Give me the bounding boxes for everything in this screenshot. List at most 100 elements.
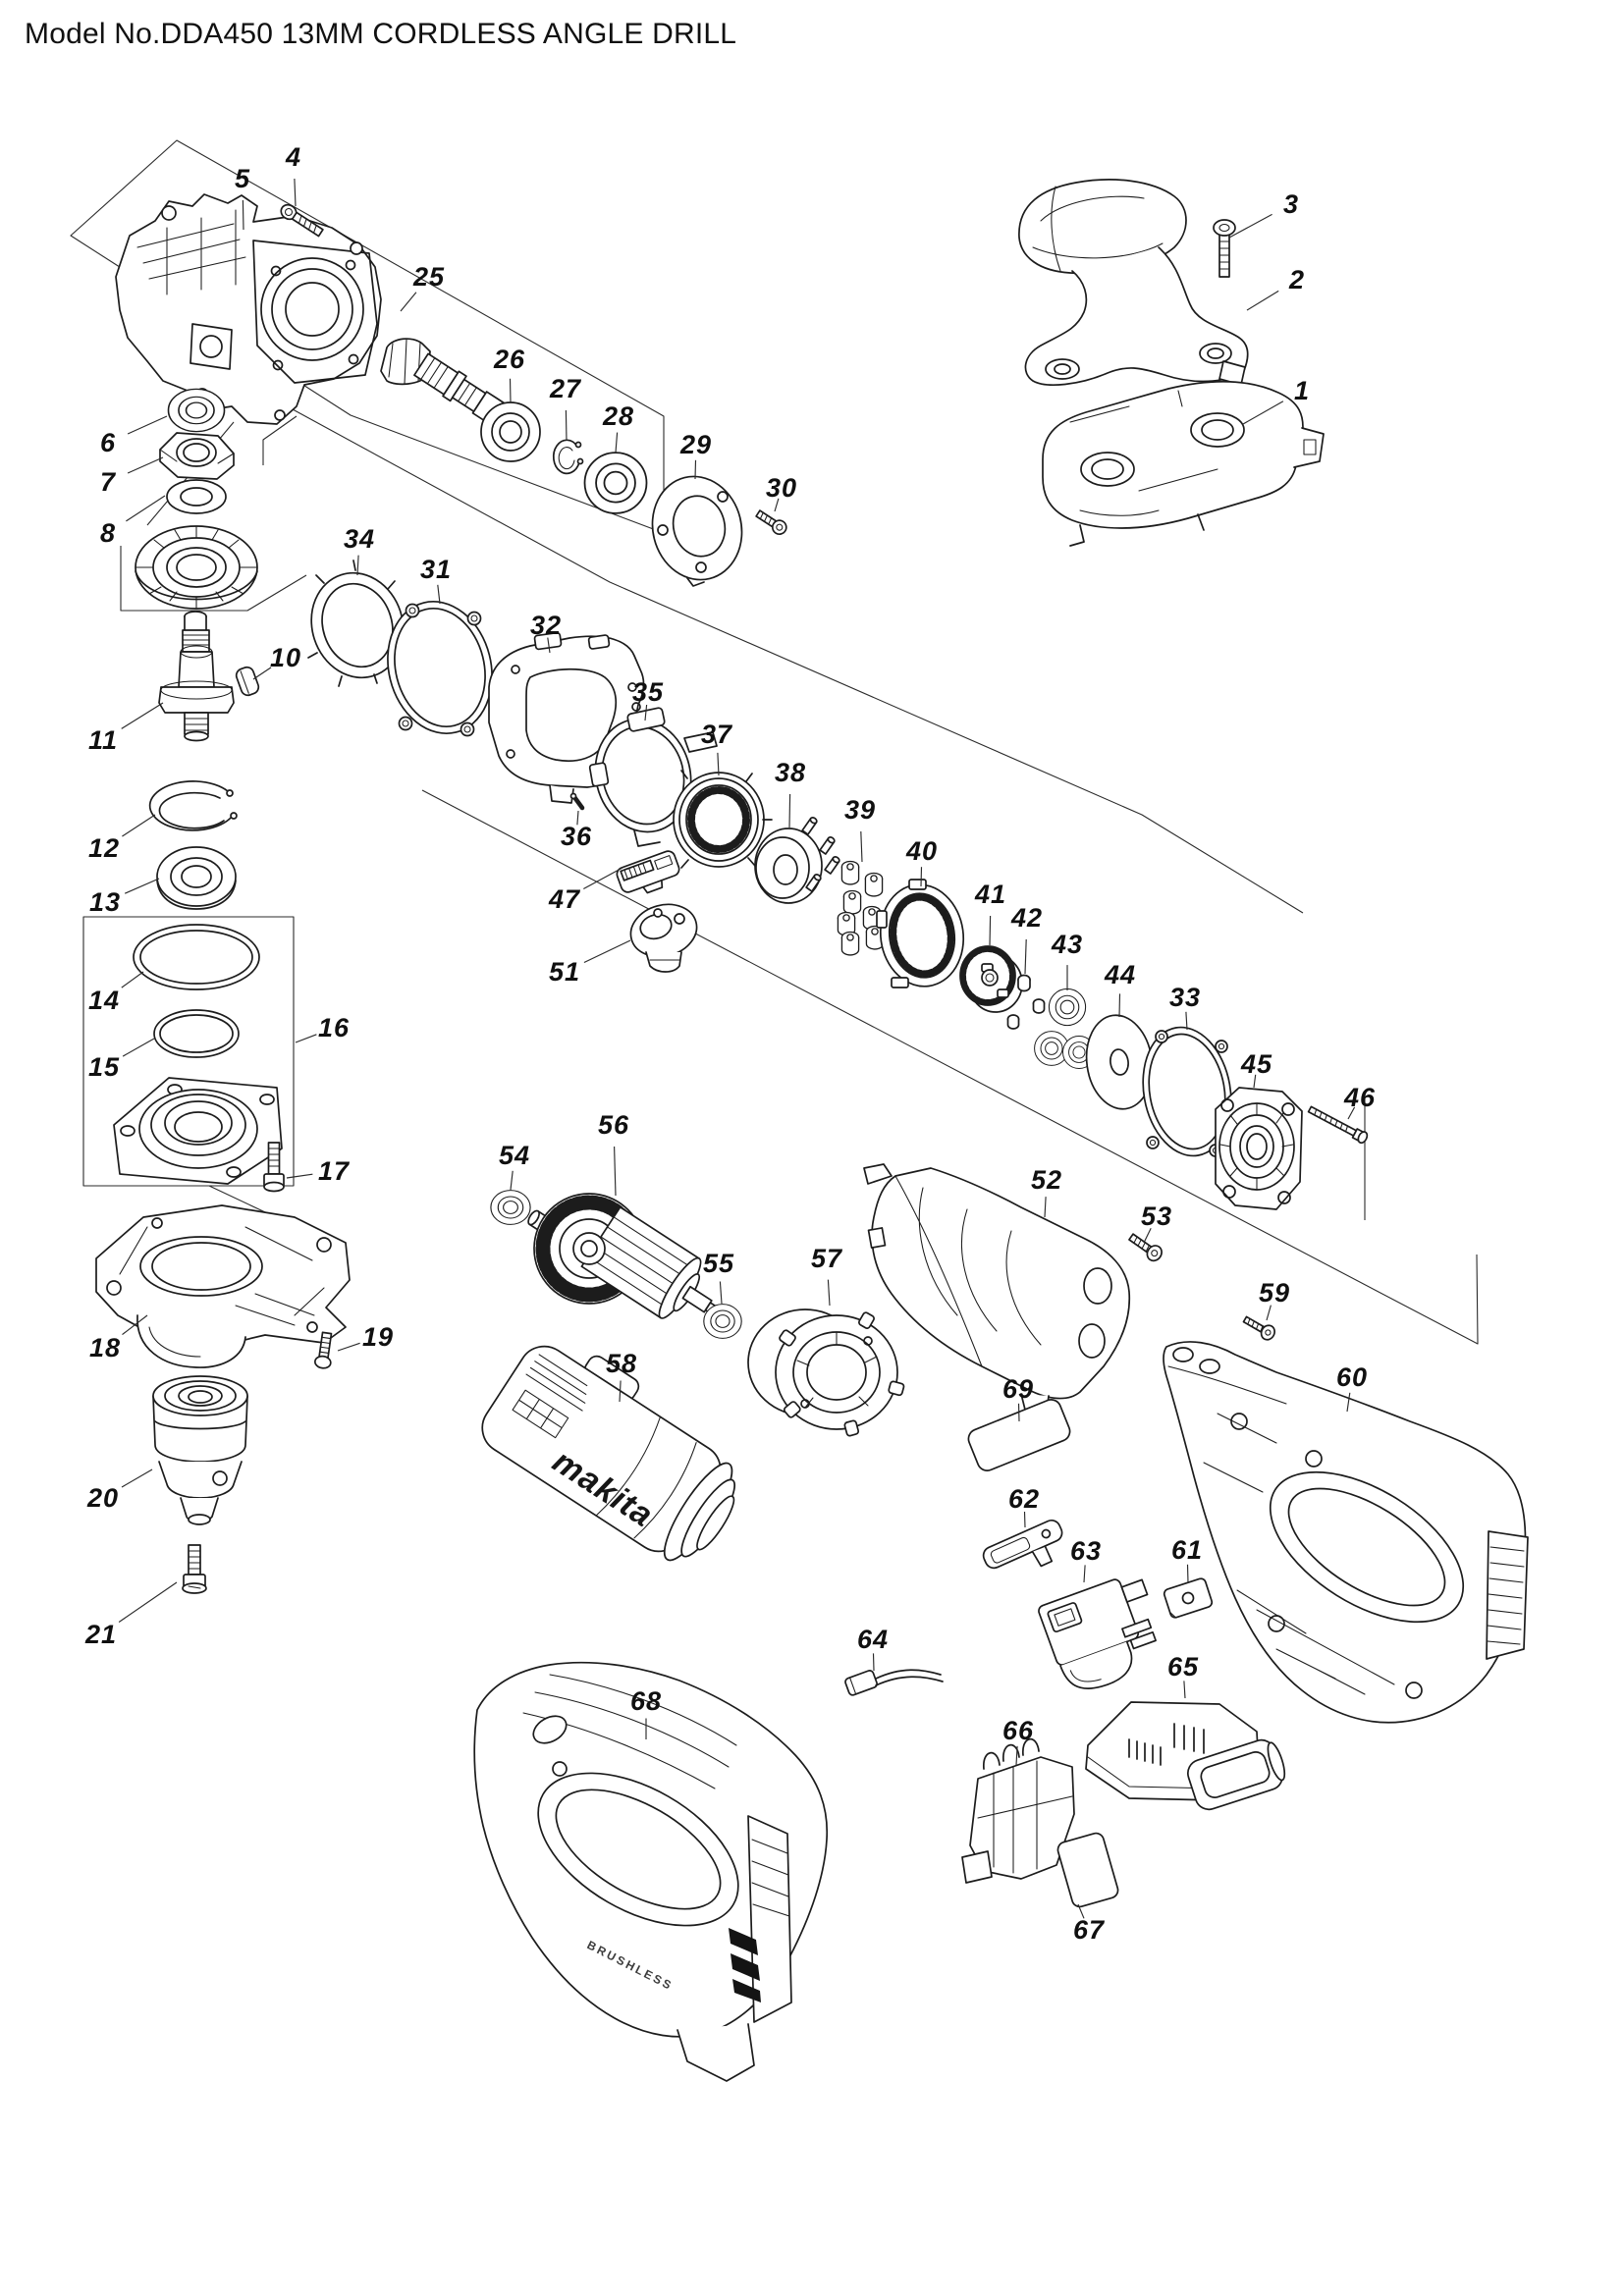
part-15-leader (122, 1038, 155, 1057)
part-39-label: 39 (844, 795, 876, 825)
part-4-label: 4 (285, 142, 301, 172)
part-26-label: 26 (493, 345, 525, 374)
part-25-label: 25 (412, 262, 445, 292)
part-1-leader (1242, 400, 1284, 425)
chuck-20-drawing (152, 1375, 248, 1525)
screw-21-drawing (182, 1544, 207, 1594)
part-35-leader (644, 704, 648, 721)
part-17-leader (286, 1173, 313, 1179)
part-54-label: 54 (499, 1141, 530, 1170)
part-27-leader (565, 409, 568, 442)
part-67-leader (1077, 1903, 1085, 1919)
part-29-label: 29 (679, 430, 712, 459)
bearing-26-drawing (480, 401, 541, 462)
o-ring-15-drawing (153, 1009, 240, 1058)
terminal-65-drawing (1085, 1701, 1286, 1811)
group-frame-band-bottom (421, 789, 1479, 1345)
group-frame-band-top (281, 402, 1304, 914)
bearing-54-drawing (490, 1190, 531, 1225)
part-47-leader (583, 867, 623, 890)
bearing-55-drawing (703, 1304, 742, 1339)
part-20-leader (121, 1468, 153, 1488)
part-36-leader (576, 810, 579, 826)
screw-4-drawing (280, 203, 324, 238)
holder-66-drawing (961, 1737, 1075, 1884)
part-33-leader (1185, 1011, 1188, 1031)
part-36-label: 36 (561, 822, 592, 851)
part-20-label: 20 (86, 1483, 119, 1513)
clamp-ring-35-drawing (588, 707, 718, 847)
part-30-leader (774, 498, 780, 512)
part-61-leader (1186, 1564, 1189, 1583)
internal-gear-37-drawing (673, 770, 773, 869)
screw-3-drawing (1213, 219, 1236, 278)
bearing-retainer-45-drawing (1215, 1087, 1303, 1210)
part-58-leader (619, 1380, 622, 1403)
part-34-leader (356, 555, 359, 576)
part-56-label: 56 (598, 1110, 629, 1140)
part-47-label: 47 (548, 884, 581, 914)
part-13-label: 13 (89, 887, 121, 917)
handle-left-68-drawing: BRUSHLESS (473, 1661, 829, 2082)
part-21-leader (118, 1581, 178, 1623)
slider-47-drawing (616, 850, 680, 894)
part-59-leader (1266, 1305, 1272, 1321)
carrier-hub-38-drawing (754, 816, 840, 904)
part-60-label: 60 (1336, 1362, 1368, 1392)
part-5-label: 5 (235, 164, 250, 193)
part-3-label: 3 (1283, 189, 1299, 219)
screw-46-drawing (1307, 1105, 1369, 1145)
screw-59-drawing (1242, 1315, 1275, 1341)
retaining-ring-12-drawing (148, 780, 238, 831)
part-63-label: 63 (1070, 1536, 1102, 1566)
part-45-label: 45 (1240, 1049, 1272, 1079)
part-46-label: 46 (1343, 1083, 1376, 1112)
part-11-label: 11 (88, 725, 118, 755)
screw-17-drawing (263, 1142, 285, 1193)
part-6-leader (127, 415, 168, 435)
gasket-33-drawing (1142, 1026, 1232, 1157)
part-33-label: 33 (1169, 983, 1201, 1012)
bearing-13-drawing (156, 846, 237, 910)
part-10-leader (252, 667, 272, 680)
handle-right-60-drawing (1163, 1341, 1529, 1724)
part-2-label: 2 (1288, 265, 1305, 294)
part-51-leader (583, 939, 631, 964)
part-7-label: 7 (100, 467, 117, 497)
bearing-28-drawing (583, 452, 648, 514)
part-56-leader (614, 1146, 617, 1197)
part-53-label: 53 (1141, 1201, 1172, 1231)
part-21-label: 21 (84, 1620, 117, 1649)
stator-57-drawing (747, 1308, 905, 1437)
part-41-leader (989, 915, 992, 946)
page-title: Model No.DDA450 13MM CORDLESS ANGLE DRIL… (25, 18, 737, 50)
part-19-label: 19 (362, 1322, 394, 1352)
part-57-leader (827, 1279, 831, 1307)
part-40-label: 40 (905, 836, 938, 866)
part-44-leader (1118, 993, 1121, 1018)
part-39-leader (860, 830, 863, 863)
planet-rollers-39-drawing (837, 860, 885, 956)
part-27-label: 27 (549, 374, 582, 403)
part-35-label: 35 (632, 677, 664, 707)
part-64-leader (872, 1653, 875, 1672)
pins-42-drawing (1006, 974, 1046, 1030)
part-6-label: 6 (100, 428, 116, 457)
part-60-leader (1346, 1392, 1351, 1413)
part-26-leader (509, 378, 512, 403)
part-37-label: 37 (701, 720, 733, 749)
nut-7-drawing (159, 432, 235, 480)
part-16-label: 16 (318, 1013, 350, 1042)
part-69-label: 69 (1002, 1374, 1034, 1404)
part-4-leader (294, 178, 297, 207)
part-14-label: 14 (88, 986, 120, 1015)
part-42-label: 42 (1010, 903, 1043, 933)
part-63-leader (1083, 1565, 1086, 1583)
handle-top-cover-drawing (1018, 179, 1249, 386)
bearing-retainer-16-drawing (113, 1077, 283, 1185)
part-31-leader (437, 584, 441, 605)
part-68-label: 68 (630, 1686, 662, 1716)
part-16-leader (295, 1034, 317, 1043)
